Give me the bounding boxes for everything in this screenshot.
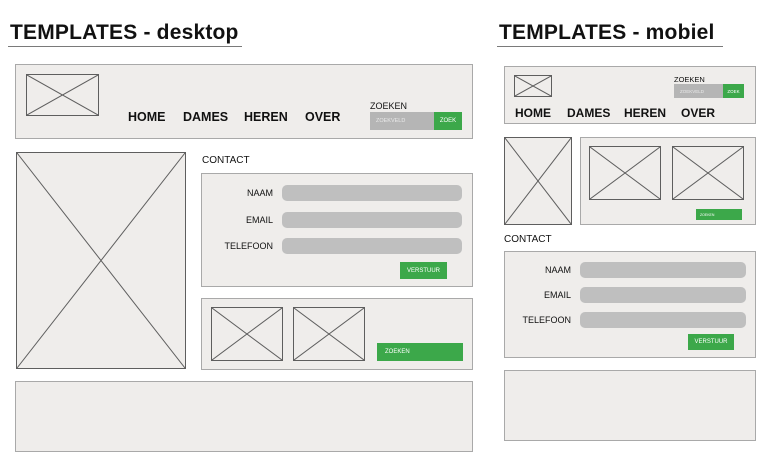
mobile-nav-dames[interactable]: DAMES [567, 106, 611, 120]
mobile-nav-home[interactable]: HOME [515, 106, 551, 120]
desktop-naam-field[interactable] [282, 185, 462, 201]
desktop-hero-placeholder [16, 152, 186, 369]
desktop-contact-title: CONTACT [202, 155, 250, 166]
desktop-nav-dames[interactable]: DAMES [183, 110, 229, 124]
desktop-nav-over[interactable]: OVER [305, 110, 341, 124]
desktop-search-button[interactable]: ZOEK [434, 112, 462, 130]
desktop-email-field[interactable] [282, 212, 462, 228]
mobile-naam-field[interactable] [580, 262, 746, 278]
mobile-gallery-image-1 [589, 146, 661, 200]
mobile-field-email-label: EMAIL [543, 290, 571, 300]
desktop-submit-button[interactable]: VERSTUUR [400, 262, 447, 279]
mobile-search-label: ZOEKEN [674, 75, 705, 84]
mobile-gallery-image-2 [672, 146, 744, 200]
mobile-field-telefoon-label: TELEFOON [522, 315, 571, 325]
mobile-title-underline [497, 46, 723, 47]
desktop-search-input[interactable]: ZOEKVELD [370, 112, 434, 130]
desktop-nav-home[interactable]: HOME [128, 110, 166, 124]
mobile-search-button[interactable]: ZOEK [723, 84, 744, 98]
mobile-title: TEMPLATES - mobiel [499, 21, 715, 44]
desktop-field-email-label: EMAIL [245, 215, 273, 225]
desktop-gallery-image-1 [211, 307, 283, 361]
mobile-search-input[interactable]: ZOEKVELD [674, 84, 723, 98]
desktop-title-underline [8, 46, 242, 47]
desktop-footer [15, 381, 473, 452]
mobile-nav-heren[interactable]: HEREN [624, 106, 667, 120]
mobile-hero-placeholder [504, 137, 572, 225]
desktop-search-label: ZOEKEN [370, 101, 408, 111]
desktop-title: TEMPLATES - desktop [10, 21, 239, 44]
desktop-telefoon-field[interactable] [282, 238, 462, 254]
desktop-field-telefoon-label: TELEFOON [224, 241, 273, 251]
mobile-contact-title: CONTACT [504, 234, 552, 245]
desktop-gallery-button[interactable]: ZOEKEN [377, 343, 463, 361]
mobile-field-naam-label: NAAM [544, 265, 571, 275]
desktop-gallery-image-2 [293, 307, 365, 361]
mobile-footer [504, 370, 756, 441]
mobile-telefoon-field[interactable] [580, 312, 746, 328]
mobile-gallery-button[interactable]: ZOEKEN [696, 209, 742, 220]
mobile-submit-button[interactable]: VERSTUUR [688, 334, 734, 350]
mobile-nav-over[interactable]: OVER [681, 106, 716, 120]
desktop-logo-placeholder [26, 74, 99, 116]
desktop-nav-heren[interactable]: HEREN [244, 110, 288, 124]
mobile-logo-placeholder [514, 75, 552, 97]
desktop-field-naam-label: NAAM [246, 188, 273, 198]
mobile-email-field[interactable] [580, 287, 746, 303]
